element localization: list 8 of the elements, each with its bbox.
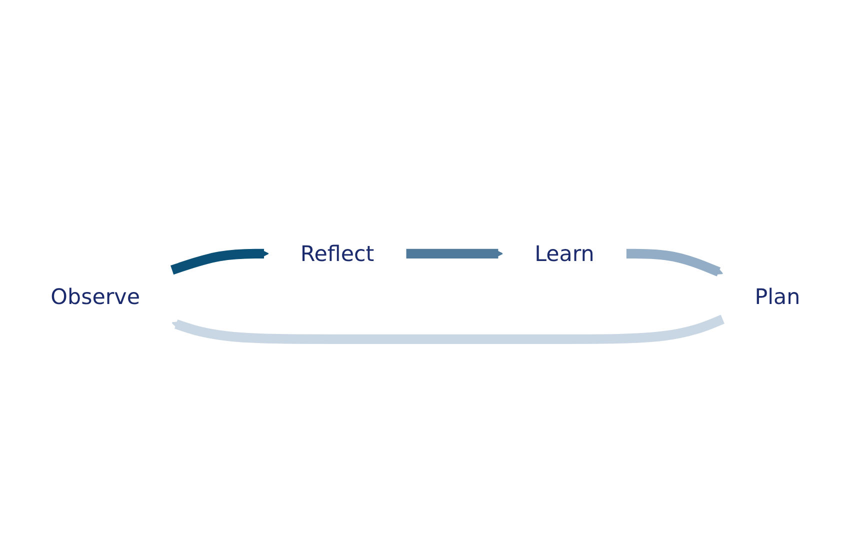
arrow <box>170 248 269 274</box>
node-text: Observe <box>50 283 140 309</box>
arrow <box>172 314 725 344</box>
node-text: Plan <box>754 283 800 309</box>
node-text: Reflect <box>300 240 374 266</box>
arrow <box>406 248 503 258</box>
arrow <box>626 248 724 276</box>
node-text: Learn <box>534 240 594 266</box>
